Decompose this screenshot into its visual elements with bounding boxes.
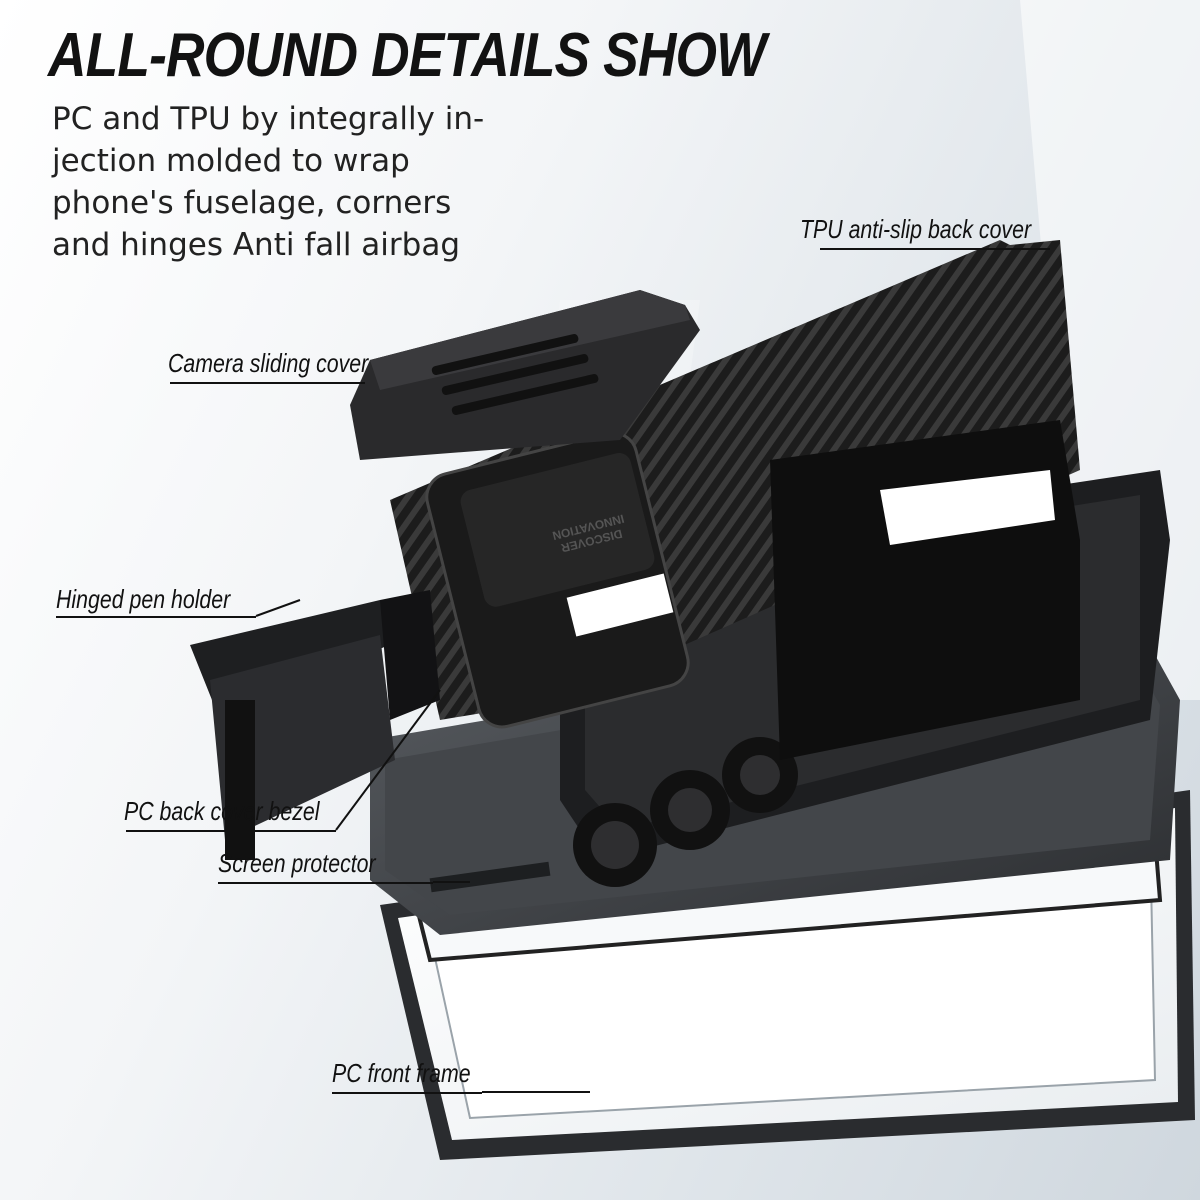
callout-pc-front-frame: PC front frame <box>332 1058 471 1088</box>
camera-lenses <box>573 706 815 887</box>
callout-underline <box>332 1092 482 1094</box>
callout-underline <box>820 248 1050 250</box>
callout-camera-sliding-cover: Camera sliding cover <box>168 348 369 378</box>
callout-tpu-back-cover: TPU anti-slip back cover <box>800 214 1032 244</box>
camera-slider <box>425 431 690 729</box>
description-line: PC and TPU by integrally in- <box>52 101 485 137</box>
camera-sliding-cover <box>350 290 700 460</box>
description-line: and hinges Anti fall airbag <box>52 227 461 263</box>
headline: ALL-ROUND DETAILS SHOW <box>48 21 766 90</box>
callout-underline <box>218 882 433 884</box>
callout-pc-back-cover-bezel: PC back cover bezel <box>124 796 320 826</box>
callout-underline <box>170 382 365 384</box>
callout-hinged-pen-holder: Hinged pen holder <box>56 584 231 614</box>
description-line: phone's fuselage, corners <box>52 185 452 221</box>
hinged-pen-holder <box>190 590 440 860</box>
description: PC and TPU by integrally in- jection mol… <box>52 98 512 266</box>
callout-underline <box>126 830 336 832</box>
callout-underline <box>56 616 256 618</box>
callout-screen-protector: Screen protector <box>218 848 376 878</box>
description-line: jection molded to wrap <box>52 143 410 179</box>
